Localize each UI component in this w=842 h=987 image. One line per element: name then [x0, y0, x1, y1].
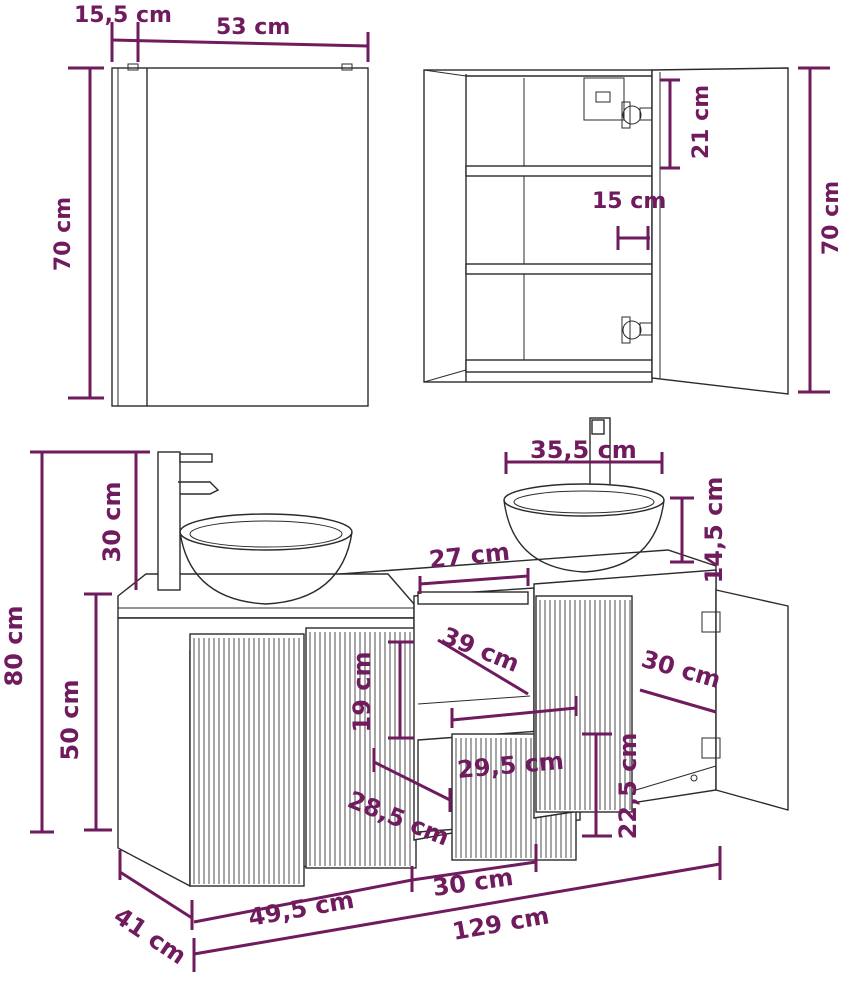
cabinet-height-label: 50 cm — [56, 680, 84, 761]
basin-height-label: 14,5 cm — [700, 477, 728, 584]
faucet-height-label: 30 cm — [98, 482, 126, 563]
fluted-door-left — [193, 638, 300, 884]
inner-height-label: 19 cm — [348, 652, 376, 733]
right-basin — [503, 483, 665, 573]
dimension-lines — [30, 22, 830, 972]
basin-diameter-label: 35,5 cm — [530, 436, 637, 464]
hinge-span-label: 21 cm — [689, 85, 714, 159]
vanity-hinge-icon — [701, 611, 721, 759]
left-faucet — [157, 451, 220, 591]
shelf-gap-label: 15 cm — [592, 189, 666, 214]
right-faucet — [589, 417, 611, 489]
left-basin — [179, 513, 353, 605]
mirror-cabinet-closed — [111, 63, 369, 407]
vanity-depth-label: 41 cm — [109, 902, 192, 971]
vanity-unit — [117, 549, 789, 887]
mirror-depth-label: 15,5 cm — [74, 3, 172, 28]
left-width-label: 49,5 cm — [246, 886, 356, 932]
mirror-width-label: 53 cm — [216, 15, 290, 40]
middle-width-label: 30 cm — [431, 863, 515, 902]
mirror-cabinet-open — [423, 67, 789, 395]
mirror-height-label: 70 cm — [51, 197, 76, 271]
drawer-height-label: 22,5 cm — [614, 733, 642, 840]
fluted-door-right-section — [539, 600, 631, 810]
mirror-open-height-label: 70 cm — [819, 181, 842, 255]
vanity-total-height-label: 80 cm — [0, 606, 28, 687]
